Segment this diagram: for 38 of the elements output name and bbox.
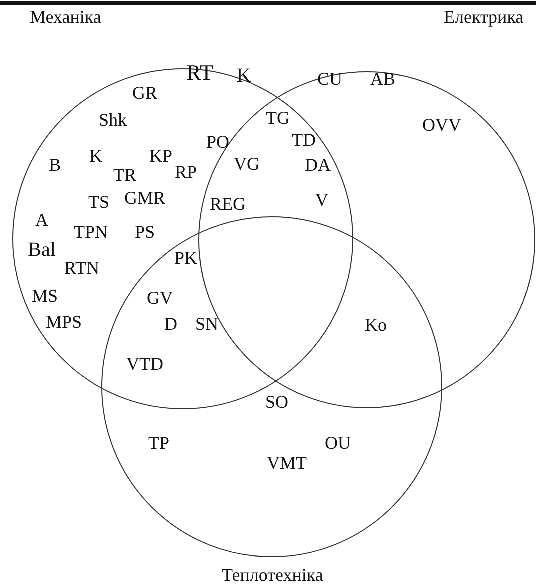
- item-code: B: [49, 156, 61, 174]
- item-code: OU: [325, 434, 351, 452]
- item-code: Ko: [365, 316, 387, 334]
- item-code: VG: [234, 155, 260, 173]
- item-code: MS: [32, 287, 58, 305]
- item-code: TP: [148, 434, 170, 452]
- item-code: SN: [196, 315, 218, 333]
- item-code: PS: [134, 223, 156, 241]
- item-code: GR: [132, 84, 158, 102]
- item-code: D: [164, 315, 178, 333]
- item-code: TR: [114, 166, 136, 184]
- item-code: K: [90, 147, 102, 165]
- item-code: TPN: [74, 223, 108, 241]
- item-code: REG: [210, 195, 246, 213]
- set-title: Механіка: [30, 8, 102, 26]
- item-code: VTD: [126, 355, 164, 373]
- item-code: Shk: [99, 111, 127, 129]
- item-code: AB: [370, 70, 396, 88]
- item-code: OVV: [422, 116, 462, 134]
- item-code: MPS: [46, 313, 82, 331]
- item-code: TS: [88, 193, 110, 211]
- item-code: RP: [174, 163, 198, 181]
- item-code: V: [316, 191, 328, 209]
- set-title: Електрика: [444, 8, 524, 26]
- item-code: TG: [266, 109, 290, 127]
- item-code: GMR: [124, 189, 166, 207]
- item-code: KP: [150, 147, 172, 165]
- set-title: Теплотехніка: [222, 566, 324, 584]
- item-code: TD: [292, 131, 316, 149]
- item-code: PO: [206, 133, 230, 151]
- item-code: RTN: [64, 259, 100, 277]
- item-code: PK: [174, 249, 198, 267]
- item-code: VMT: [267, 454, 307, 472]
- item-code: Bal: [28, 240, 56, 260]
- item-code: DA: [305, 156, 331, 174]
- item-code: GV: [147, 289, 173, 307]
- item-code: SO: [266, 393, 288, 411]
- item-code: A: [36, 211, 48, 229]
